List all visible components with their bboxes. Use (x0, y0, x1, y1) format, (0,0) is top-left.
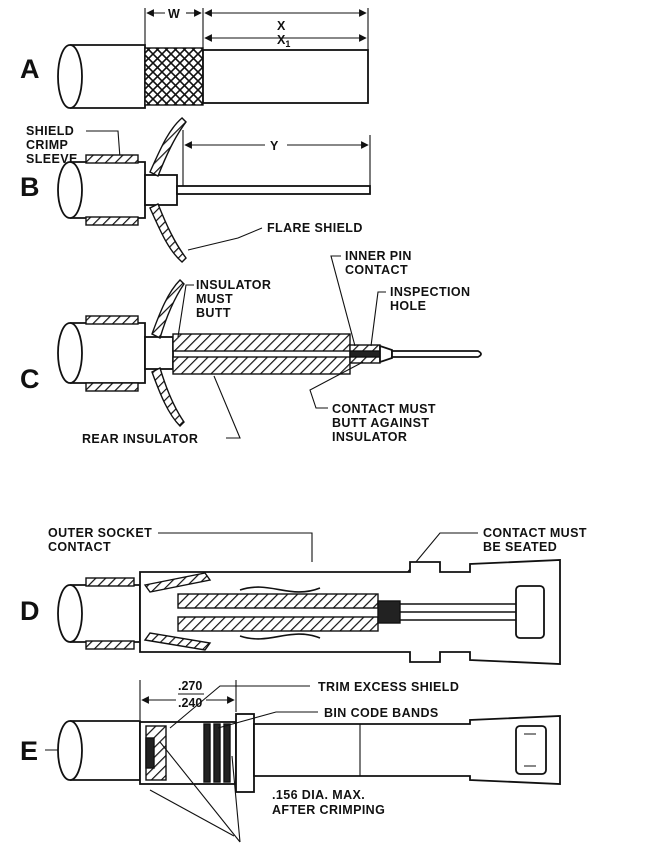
inner-pin-contact-leader (330, 255, 356, 347)
step-c-letter: C (20, 364, 40, 394)
step-e-dia-line-3 (231, 755, 241, 843)
step-d-folded-shield-bottom (143, 632, 212, 651)
inner-pin-contact-label-2: CONTACT (345, 263, 408, 277)
step-c-crimp-sleeve-top (85, 315, 139, 325)
insulator-must-butt-label-2: MUST (196, 292, 233, 306)
rear-insulator-top (172, 333, 351, 352)
step-d-seated-contact (377, 600, 401, 624)
step-c-cable-end (57, 322, 83, 384)
contact-must-butt-leader (309, 361, 364, 409)
dia-note-line-1: .156 DIA. MAX. (272, 788, 365, 802)
step-c-dielectric (144, 336, 174, 370)
step-d-letter: D (20, 596, 40, 626)
step-d-crimp-sleeve-top (85, 577, 135, 587)
rear-insulator-leader (213, 375, 241, 439)
bin-code-bands-leader (217, 711, 318, 729)
step-a-braided-shield (144, 47, 204, 106)
step-a-letter: A (20, 54, 40, 84)
step-d-socket-fingers (400, 603, 530, 621)
step-e-socket-tip (515, 725, 547, 775)
rear-insulator-bottom (172, 356, 351, 375)
step-a-dim-w: W (168, 7, 180, 21)
contact-must-butt-label-1: CONTACT MUST (332, 402, 436, 416)
step-b: B SHIELD CRIMP SLEEVE Y FLARE SHIELD (20, 117, 371, 263)
outer-socket-contact-label-1: OUTER SOCKET (48, 526, 152, 540)
dia-note-line-2: AFTER CRIMPING (272, 803, 385, 817)
step-b-dim-y: Y (270, 139, 279, 153)
outer-socket-contact-leader (158, 532, 313, 562)
step-c-flare-bottom (151, 367, 185, 427)
inner-pin-contact-label-1: INNER PIN (345, 249, 412, 263)
trim-excess-shield-label: TRIM EXCESS SHIELD (318, 680, 459, 694)
step-c: C INSULATOR MUST BUTT INNER PIN CONTACT … (20, 249, 482, 446)
bin-code-band-1 (203, 723, 211, 783)
shield-crimp-sleeve-leader (86, 130, 121, 159)
step-d-folded-shield-top (143, 572, 212, 593)
flare-shield-leader (187, 227, 263, 251)
inspection-hole-leader (370, 291, 386, 347)
step-c-crimp-sleeve-bottom (85, 382, 139, 392)
step-e-dim-min: .240 (178, 696, 202, 710)
trim-excess-shield-leader (169, 685, 310, 729)
step-a-cable-end (57, 44, 83, 109)
inner-pin-taper (379, 344, 393, 364)
step-e-letter: E (20, 736, 38, 766)
step-d-wave-lines (239, 586, 321, 640)
inspection-hole-label-1: INSPECTION (390, 285, 470, 299)
step-e-connector-body (253, 715, 561, 785)
contact-must-butt-label-2: BUTT AGAINST (332, 416, 429, 430)
step-d-crimp-sleeve-bottom (85, 640, 135, 650)
step-e-dia-line-2 (149, 789, 235, 837)
shield-crimp-sleeve-label-2: CRIMP (26, 138, 68, 152)
step-b-cable-end (57, 161, 83, 219)
step-e-tip-slots (524, 733, 536, 767)
bin-code-band-2 (213, 723, 221, 783)
step-a-dielectric (202, 49, 369, 104)
shield-crimp-sleeve-label-3: SLEEVE (26, 152, 78, 166)
inspection-hole-label-2: HOLE (390, 299, 426, 313)
step-b-flare-top (149, 117, 187, 177)
step-b-letter: B (20, 172, 40, 202)
step-b-crimp-sleeve-bottom (85, 216, 139, 226)
step-d-cable-end (57, 584, 83, 643)
step-b-dielectric (144, 174, 178, 206)
step-e-cable-end (57, 720, 83, 781)
insulator-must-butt-leader (177, 284, 194, 338)
step-d-insulator-top (177, 593, 379, 609)
rear-insulator-label: REAR INSULATOR (82, 432, 198, 446)
step-e-dim-max: .270 (178, 679, 202, 693)
step-c-flare-top (151, 279, 185, 339)
step-b-flare-bottom (149, 203, 187, 263)
contact-must-be-seated-label-2: BE SEATED (483, 540, 557, 554)
insulator-must-butt-label-3: BUTT (196, 306, 231, 320)
outer-socket-contact-label-2: CONTACT (48, 540, 111, 554)
step-d-socket-tip (515, 585, 545, 639)
step-e-dia-line-1 (159, 741, 241, 843)
contact-must-butt-label-3: INSULATOR (332, 430, 407, 444)
step-a: A W X X1 (20, 7, 369, 109)
step-d-insulator-bottom (177, 616, 379, 632)
step-d: D OUTER SOCKET CONTACT CONTACT MUST BE S… (20, 526, 587, 665)
shield-crimp-sleeve-label-1: SHIELD (26, 124, 74, 138)
bin-code-band-3 (223, 723, 231, 783)
step-b-crimp-sleeve-top (85, 154, 139, 164)
step-b-center-conductor (176, 185, 371, 195)
contact-must-be-seated-label-1: CONTACT MUST (483, 526, 587, 540)
flare-shield-label: FLARE SHIELD (267, 221, 363, 235)
inner-pin-tip (391, 350, 482, 358)
step-a-dim-x1: X1 (277, 33, 290, 49)
step-e: E .270 .240 TRIM EXCESS SHIELD BIN CODE … (20, 679, 561, 843)
insulator-must-butt-label-1: INSULATOR (196, 278, 271, 292)
step-e-shield-edge (145, 737, 155, 769)
step-a-dim-x: X (277, 19, 286, 33)
bin-code-bands-label: BIN CODE BANDS (324, 706, 439, 720)
step-e-collar (235, 713, 255, 793)
